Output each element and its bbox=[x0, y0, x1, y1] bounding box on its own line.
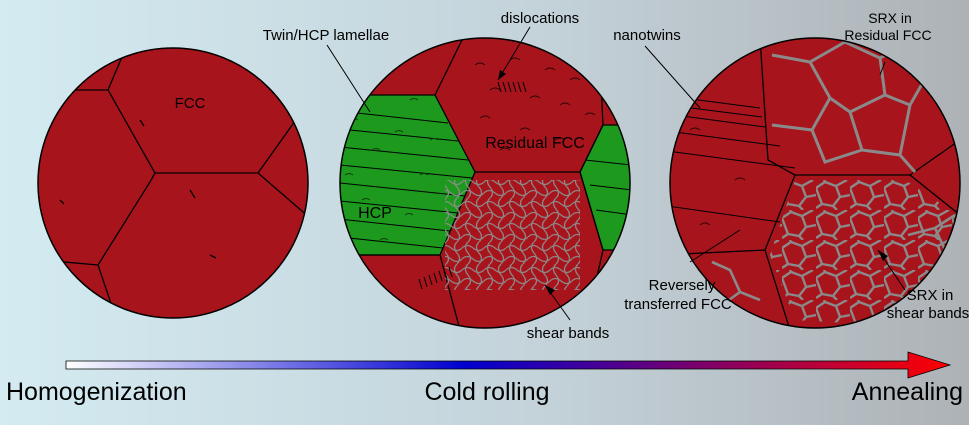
srx-residual-fcc-label-line2: Residual FCC bbox=[844, 27, 931, 43]
fcc-grain-region bbox=[38, 48, 308, 318]
grain-boundary bbox=[439, 254, 461, 328]
fcc-label: FCC bbox=[175, 95, 206, 112]
annealed-grain-circle bbox=[669, 37, 961, 329]
hcp-label: HCP bbox=[358, 205, 392, 222]
leader-lines bbox=[326, 26, 906, 321]
srx-shear-bands-label-line1: SRX in bbox=[907, 287, 954, 304]
grain-boundary bbox=[97, 48, 156, 318]
homogenized-grain-circle: FCC bbox=[37, 47, 309, 319]
reversely-transferred-fcc-label-line2: transferred FCC bbox=[624, 296, 732, 313]
twin-hcp-lamellae-label: Twin/HCP lamellae bbox=[263, 27, 389, 44]
nanotwins-label: nanotwins bbox=[613, 27, 681, 44]
residual-fcc-label: Residual FCC bbox=[485, 135, 585, 152]
dislocation-marks bbox=[474, 57, 596, 151]
stacking-fault-hatches bbox=[418, 81, 527, 290]
srx-residual-fcc-label-line1: SRX in bbox=[868, 10, 912, 26]
stage-label-cold-rolling: Cold rolling bbox=[424, 378, 549, 406]
process-arrow bbox=[65, 351, 952, 379]
grain-boundary bbox=[434, 39, 463, 96]
reversely-transferred-fcc-label-line1: Reversely bbox=[649, 277, 716, 294]
shear-bands-label: shear bands bbox=[527, 325, 610, 342]
grain-boundary bbox=[909, 139, 960, 176]
stage-label-homogenization: Homogenization bbox=[6, 378, 187, 406]
srx-shear-bands-label-line2: shear bands bbox=[887, 305, 969, 322]
cold-rolled-grain-circle: Residual FCC HCP bbox=[339, 37, 631, 329]
shear-band-network bbox=[445, 180, 580, 290]
stage-label-annealing: Annealing bbox=[852, 378, 963, 406]
srx-shear-band-network bbox=[770, 180, 958, 325]
dislocations-label: dislocations bbox=[501, 10, 579, 27]
